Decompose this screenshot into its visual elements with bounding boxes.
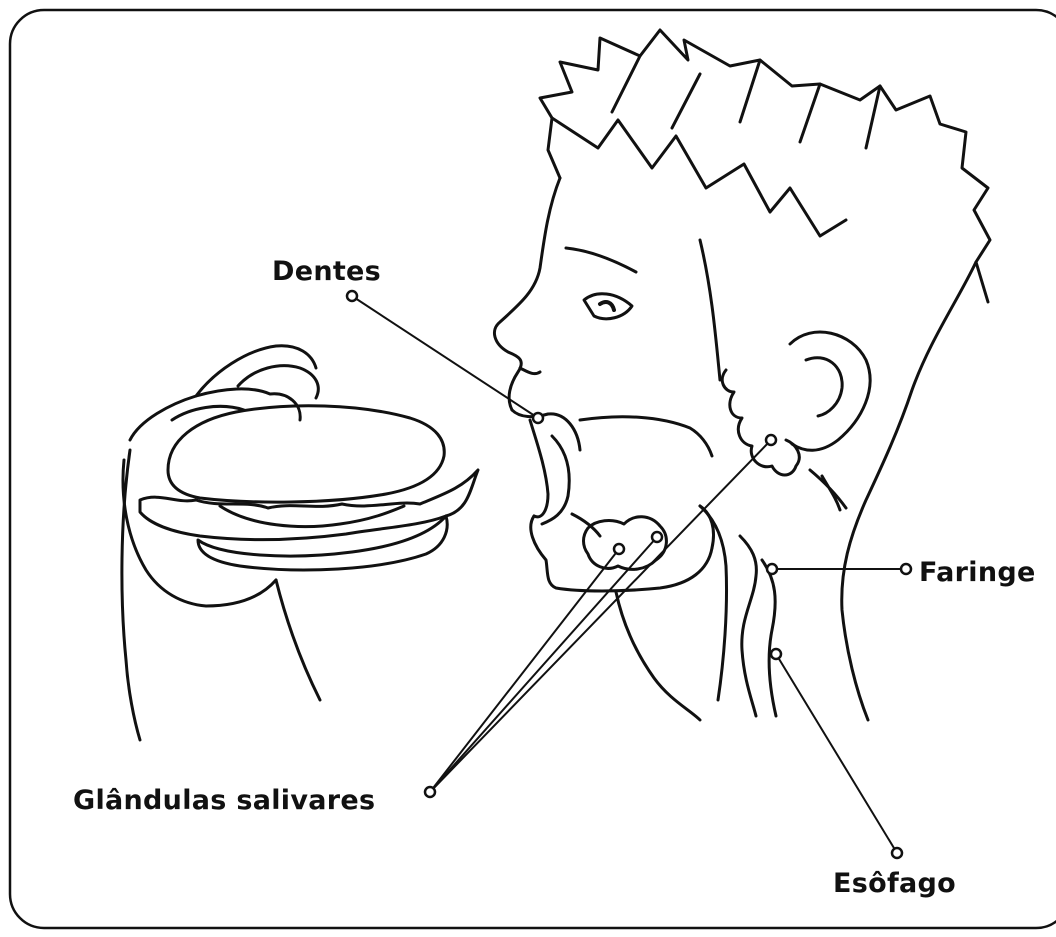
sandwich-filling [220,506,404,527]
wrist-arm [122,450,320,740]
hand-thumb [123,460,276,606]
pharynx-marker-end [901,564,911,574]
esophagus-label: Esôfago [833,868,956,899]
cheek [580,417,712,456]
face-back [700,240,720,380]
upper-lip [512,410,580,450]
parotid-gland [722,370,799,475]
eyebrow [566,248,636,272]
sandwich-top-bread [168,406,444,502]
esophagus-tube [762,560,776,716]
gland-marker-submandibular [614,544,624,554]
hand-and-sandwich [122,346,478,740]
gland-leader-line-2 [430,537,657,792]
neck-back [842,262,976,720]
esophagus-marker-start [771,649,781,659]
teeth-marker-end [533,413,543,423]
face-profile [494,178,560,410]
pharynx-marker-start [767,564,777,574]
neck-front [616,592,700,720]
gland-marker-sublingual [652,532,662,542]
leader-lines [352,296,906,853]
neck-muscle [810,470,846,510]
nostril [520,368,540,374]
pupil [600,302,614,310]
gland-marker-label [425,787,435,797]
teeth-marker-start [347,291,357,301]
esophagus-marker-end [892,848,902,858]
hair [540,30,990,302]
ear [790,332,870,450]
teeth-label: Dentes [272,256,381,287]
hair-strands [612,56,880,148]
boy-figure [494,30,990,720]
eye [584,294,632,319]
salivary-glands-label: Glândulas salivares [73,785,375,816]
ear-inner [806,358,842,416]
gland-marker-parotid [766,435,776,445]
pharynx-label: Faringe [919,557,1036,588]
leader-markers [347,291,911,858]
hand-fingers [130,346,318,440]
gland-leader-line-1 [430,440,771,792]
esophagus-leader-line [776,654,897,853]
mouth-cavity [530,420,548,517]
pharynx-wall-2 [740,536,756,716]
gland-leader-line-3 [430,549,619,792]
